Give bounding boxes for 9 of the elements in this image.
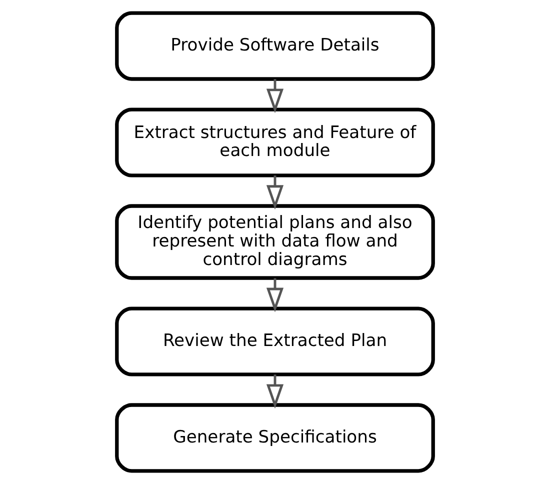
arrow — [266, 176, 284, 210]
arrow — [266, 374, 284, 409]
arrow — [266, 278, 284, 312]
node-box: Extract structures and Feature of each module — [115, 108, 435, 178]
node-box: Review the Extracted Plan — [115, 306, 435, 376]
node-box: Generate Specifications — [115, 403, 435, 473]
node-box: Identify potential plans and also represent with data flow and control diagrams — [115, 204, 435, 280]
arrow — [266, 79, 284, 114]
node-box: Provide Software Details — [115, 11, 435, 81]
